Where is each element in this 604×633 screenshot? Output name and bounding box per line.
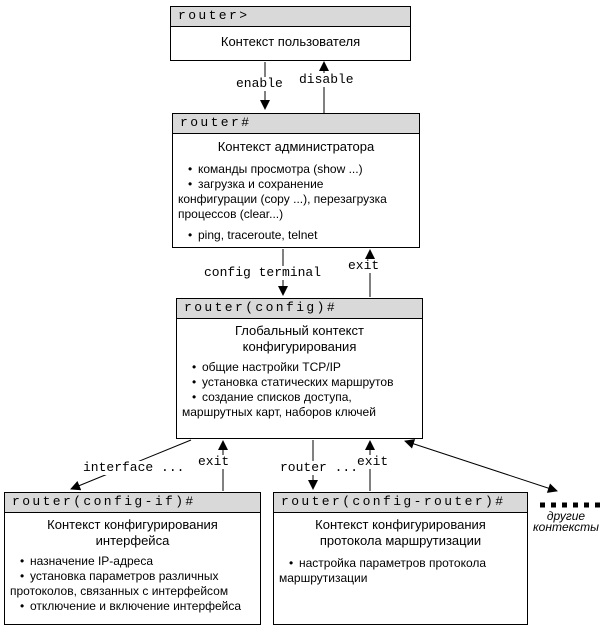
exit-router-label: exit <box>355 454 391 469</box>
interface-config-prompt: router(config-if)# <box>5 493 260 513</box>
global-config-title: Глобальный контекст конфигурирования <box>235 323 364 354</box>
list-item: установка статических маршрутов <box>177 375 422 390</box>
box-interface-config: router(config-if)# Контекст конфигуриров… <box>4 492 261 625</box>
other-contexts-line1: другие <box>546 509 586 523</box>
list-item: загрузка и сохранение <box>173 177 419 192</box>
admin-context-title: Контекст администратора <box>217 139 375 154</box>
routing-config-prompt: router(config-router)# <box>274 493 527 513</box>
box-user-context: router> Контекст пользователя <box>170 6 411 61</box>
exit-admin-label: exit <box>346 258 382 273</box>
config-terminal-label: config terminal <box>202 265 324 280</box>
list-item: назначение IP-адреса <box>5 554 260 569</box>
list-item: протоколов, связанных с интерфейсом <box>10 584 229 598</box>
enable-label: enable <box>234 76 285 91</box>
user-context-prompt: router> <box>171 7 410 27</box>
disable-label: disable <box>297 72 356 87</box>
box-admin-context: router# Контекст администратора команды … <box>172 113 420 248</box>
list-item: процессов (clear...) <box>178 207 284 221</box>
other-contexts-arrow <box>404 439 558 493</box>
global-config-prompt: router(config)# <box>177 299 422 319</box>
router-cmd-label: router ... <box>278 460 361 475</box>
list-item: настройка параметров протокола <box>274 556 527 571</box>
box-routing-config: router(config-router)# Контекст конфигур… <box>273 492 528 625</box>
interface-config-list: назначение IP-адреса установка параметро… <box>5 554 260 614</box>
admin-context-list: команды просмотра (show ...) загрузка и … <box>173 162 419 243</box>
list-item: ping, traceroute, telnet <box>173 228 419 243</box>
list-item: общие настройки TCP/IP <box>177 360 422 375</box>
list-item: маршрутных карт, наборов ключей <box>182 405 376 419</box>
global-config-list: общие настройки TCP/IP установка статиче… <box>177 360 422 420</box>
list-item: создание списков доступа, <box>177 390 422 405</box>
list-item: маршрутизации <box>279 571 368 585</box>
other-contexts-line2: контексты <box>533 520 599 534</box>
list-item: команды просмотра (show ...) <box>173 162 419 177</box>
list-item: отключение и включение интерфейса <box>5 599 260 614</box>
list-item: установка параметров различных <box>5 569 260 584</box>
list-item: конфигурации (copy ...), перезагрузка <box>178 192 387 206</box>
box-global-config: router(config)# Глобальный контекст конф… <box>176 298 423 439</box>
routing-config-title: Контекст конфигурирования протокола марш… <box>315 517 486 548</box>
user-context-title: Контекст пользователя <box>220 34 361 49</box>
other-contexts-label: другие контексты <box>528 509 604 534</box>
admin-context-prompt: router# <box>173 114 419 134</box>
routing-config-list: настройка параметров протокола маршрутиз… <box>274 556 527 586</box>
interface-config-title: Контекст конфигурирования интерфейса <box>47 517 218 548</box>
exit-interface-label: exit <box>196 454 232 469</box>
interface-cmd-label: interface ... <box>81 460 187 475</box>
